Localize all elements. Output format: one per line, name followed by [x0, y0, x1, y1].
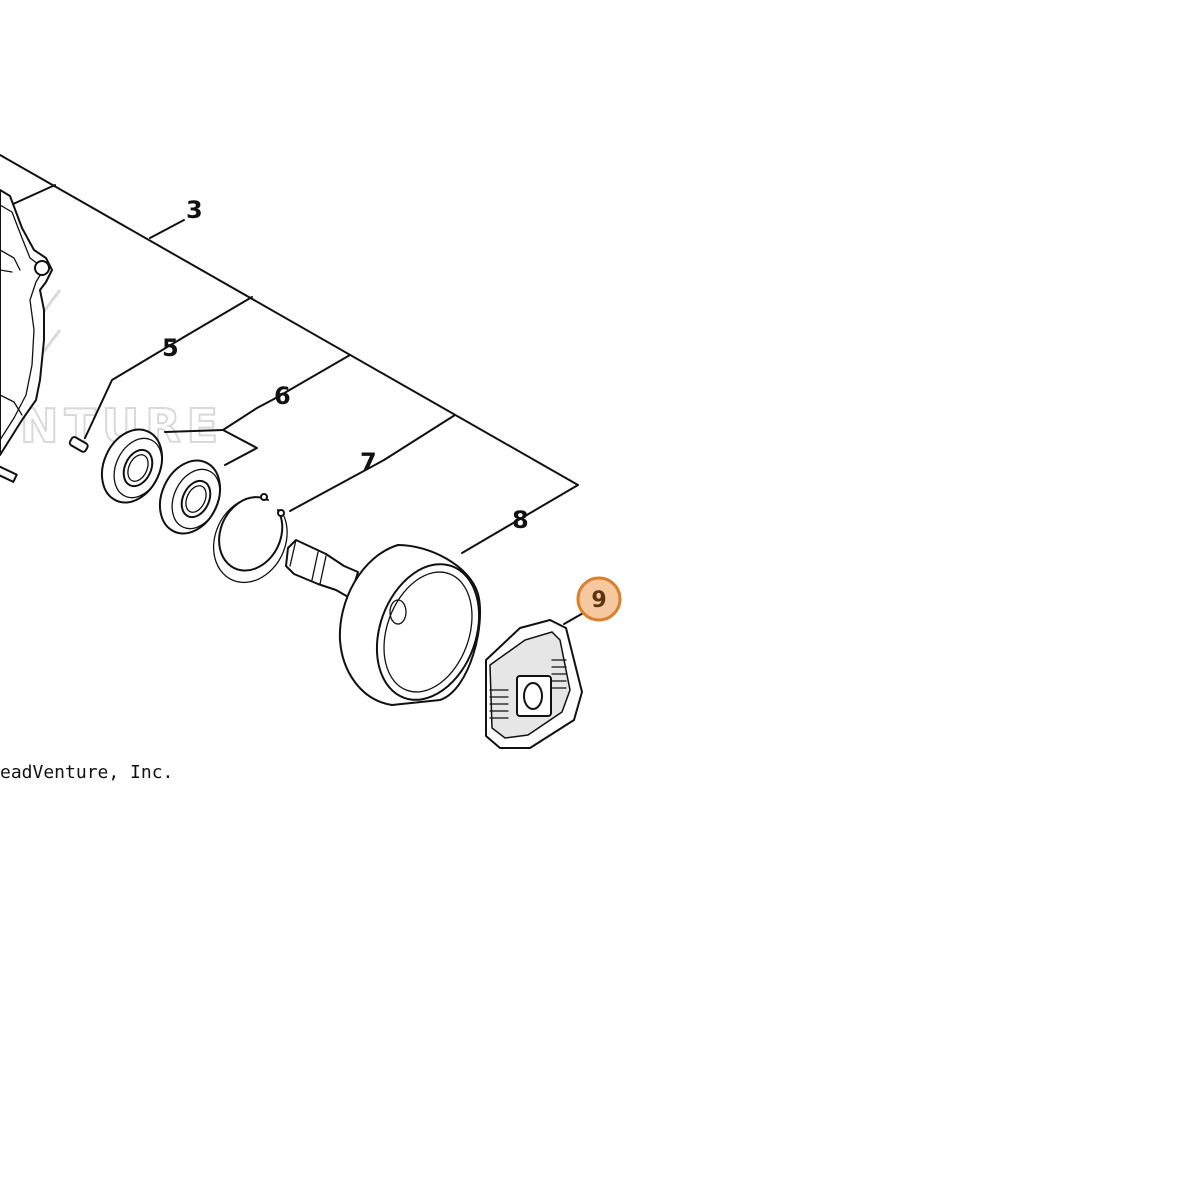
pin-part-5 [68, 436, 89, 453]
circlip-part-7 [212, 493, 288, 584]
callout-7: 7 [360, 448, 377, 476]
bearing-2 [158, 459, 222, 535]
callout-6: 6 [274, 382, 291, 410]
bearing-1 [100, 428, 164, 504]
callout-8: 8 [512, 506, 529, 534]
callout-9-highlight[interactable]: 9 [576, 576, 622, 622]
copyright-text: eadVenture, Inc. [0, 762, 173, 783]
callout-3: 3 [186, 196, 203, 224]
callout-5: 5 [162, 334, 179, 362]
leader-lines [0, 154, 586, 625]
clutch-drum-part-8 [285, 539, 482, 706]
callout-9[interactable]: 9 [591, 588, 606, 613]
engine-housing [0, 189, 53, 483]
callout-labels: 3 5 6 7 8 [162, 196, 529, 534]
clutch-part-9 [485, 619, 583, 749]
callout-9-badge[interactable] [576, 576, 622, 622]
